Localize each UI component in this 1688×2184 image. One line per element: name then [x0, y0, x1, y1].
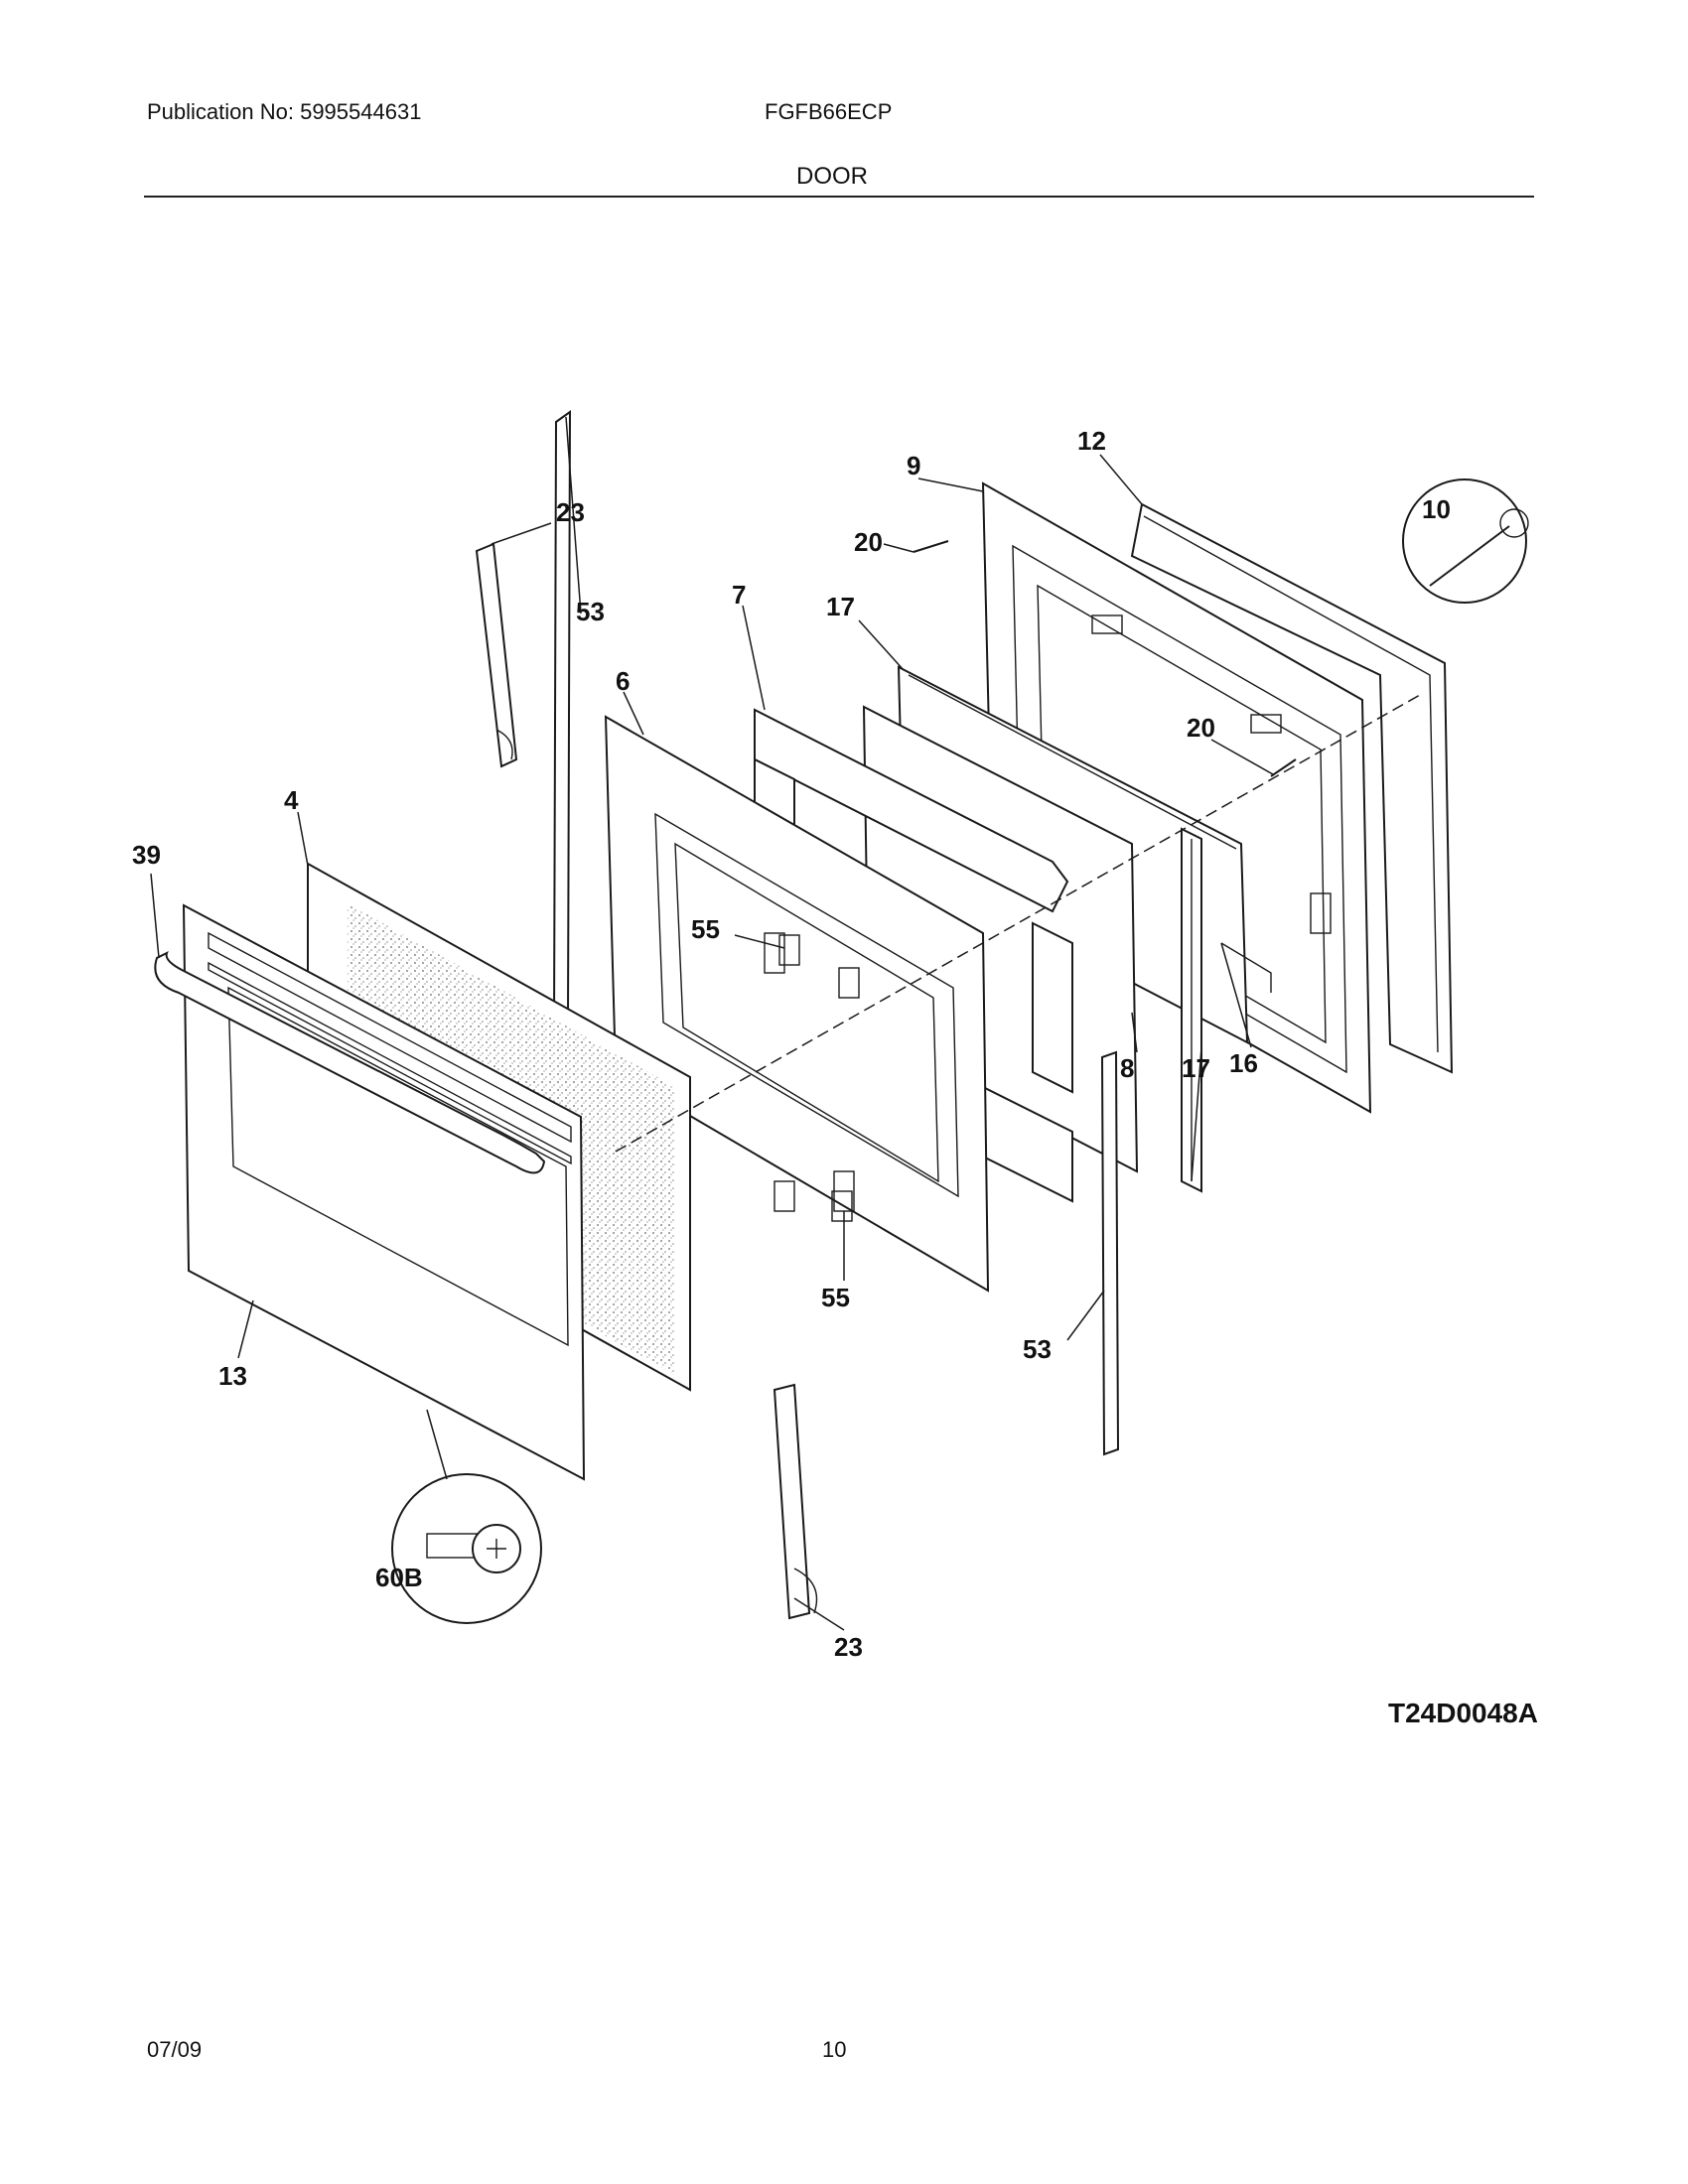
part-55-upper-clips — [778, 934, 860, 999]
model-number: FGFB66ECP — [765, 99, 893, 124]
callout-39: 39 — [132, 840, 161, 870]
part-17-lower-strip — [1181, 827, 1202, 1193]
callout-20-upper: 20 — [854, 527, 883, 557]
part-39-door-handle — [154, 950, 546, 1174]
part-20-screw-upper — [913, 540, 949, 553]
part-23-upper-hinge — [475, 542, 518, 768]
part-16-gasket-channel — [1220, 942, 1272, 993]
callout-55-lower: 55 — [821, 1283, 850, 1312]
part-23-lower-hinge — [773, 1383, 818, 1620]
drawing-id: T24D0048A — [1388, 1698, 1538, 1728]
callout-23-lower: 23 — [834, 1632, 863, 1662]
callout-7: 7 — [732, 580, 746, 610]
callout-53-right: 53 — [1023, 1334, 1052, 1364]
part-10-screw-inset — [1402, 478, 1529, 604]
assembly-axis-line — [615, 694, 1421, 1153]
part-12-rear-liner — [1130, 502, 1454, 1074]
section-title: DOOR — [796, 163, 868, 190]
part-53-right-trim — [1100, 1050, 1120, 1456]
callout-10: 10 — [1422, 494, 1451, 524]
part-55-lower-clips — [774, 1180, 853, 1222]
callout-12: 12 — [1077, 426, 1106, 456]
part-6-door-inner-panel — [604, 715, 990, 1293]
part-20-screw-lower — [1270, 758, 1297, 777]
callout-9: 9 — [907, 451, 920, 480]
callout-13: 13 — [218, 1361, 247, 1391]
callout-23-upper: 23 — [556, 497, 585, 527]
callout-55-upper: 55 — [691, 914, 720, 944]
footer-page-number: 10 — [822, 2037, 847, 2062]
part-13-outer-door — [182, 903, 586, 1481]
header-divider — [144, 196, 1534, 198]
footer-date: 07/09 — [147, 2037, 203, 2062]
callout-20-lower: 20 — [1187, 713, 1215, 743]
callout-53-left: 53 — [576, 597, 605, 626]
callout-17-lower: 17 — [1182, 1053, 1210, 1083]
leader-lines — [150, 416, 1274, 1631]
callout-16: 16 — [1229, 1048, 1258, 1078]
callout-4: 4 — [284, 785, 299, 815]
part-60B-screw-inset — [391, 1473, 542, 1624]
callout-8: 8 — [1120, 1053, 1134, 1083]
publication-number: Publication No: 5995544631 — [147, 99, 422, 124]
callout-17-upper: 17 — [826, 592, 855, 621]
callout-6: 6 — [616, 666, 630, 696]
callout-60B: 60B — [375, 1563, 423, 1592]
